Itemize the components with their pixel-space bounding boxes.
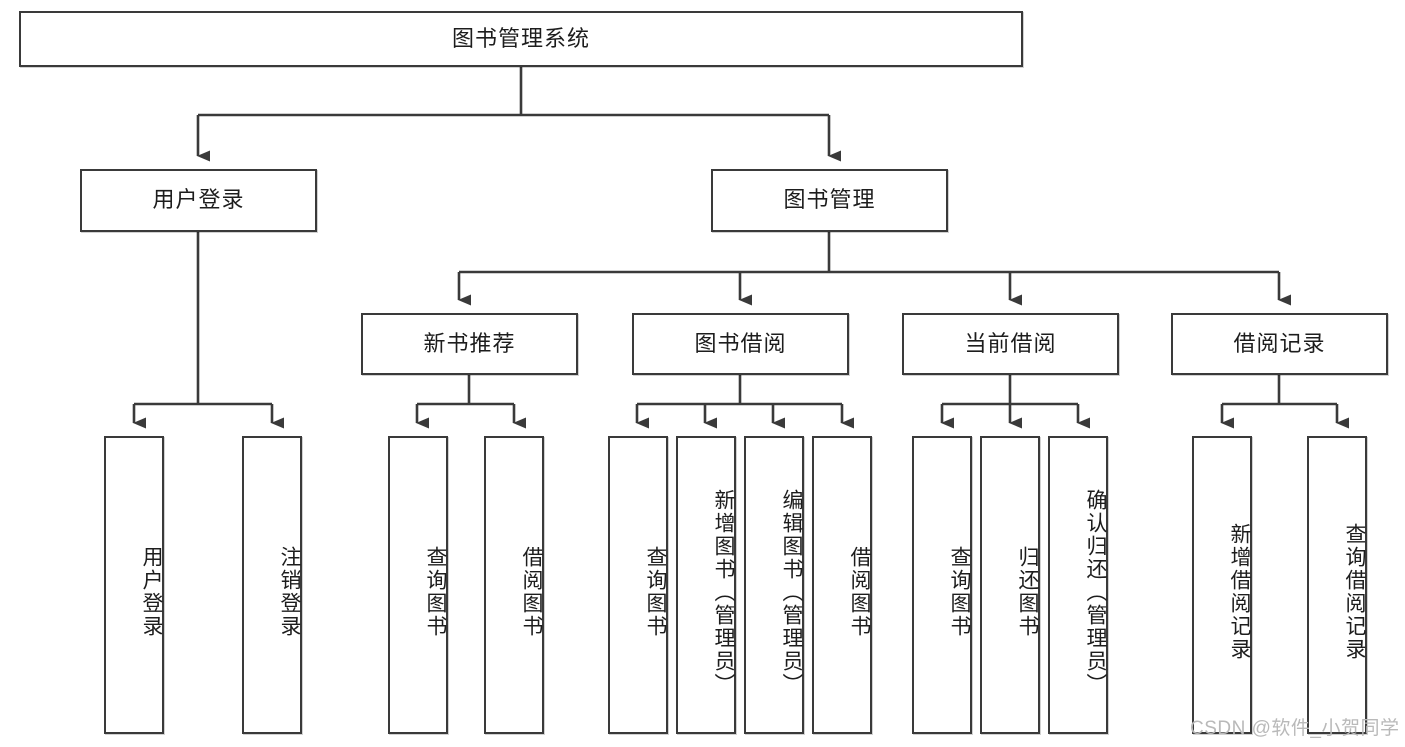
leaf-user-login-login[interactable]: 用户登录 xyxy=(104,436,164,734)
node-user-login[interactable]: 用户登录 xyxy=(80,169,317,232)
node-label: 查询图书 xyxy=(644,546,667,638)
leaf-current-borrow-query-book[interactable]: 查询图书 xyxy=(912,436,972,734)
node-label: 查询图书 xyxy=(424,546,447,638)
node-label: 当前借阅 xyxy=(964,330,1057,356)
leaf-borrow-record-add-record[interactable]: 新增借阅记录 xyxy=(1192,436,1252,734)
node-label: 归还图书 xyxy=(1016,546,1039,638)
leaf-current-borrow-return-book[interactable]: 归还图书 xyxy=(980,436,1040,734)
node-label: 用户登录 xyxy=(152,187,245,213)
node-current-borrow[interactable]: 当前借阅 xyxy=(902,313,1119,375)
node-new-book-recommend[interactable]: 新书推荐 xyxy=(361,313,578,375)
leaf-book-borrow-add-book-admin[interactable]: 新增图书（管理员） xyxy=(676,436,736,734)
leaf-book-borrow-borrow-book[interactable]: 借阅图书 xyxy=(812,436,872,734)
leaf-user-login-logout[interactable]: 注销登录 xyxy=(242,436,302,734)
node-label: 图书借阅 xyxy=(694,330,787,356)
leaf-borrow-record-query-record[interactable]: 查询借阅记录 xyxy=(1307,436,1367,734)
node-label: 新书推荐 xyxy=(423,330,516,356)
node-label: 确认归还（管理员） xyxy=(1084,488,1107,696)
node-label: 用户登录 xyxy=(140,546,163,638)
leaf-new-book-query-book[interactable]: 查询图书 xyxy=(388,436,448,734)
node-label: 查询图书 xyxy=(948,546,971,638)
node-label: 查询借阅记录 xyxy=(1343,523,1366,661)
node-label: 图书管理 xyxy=(783,187,876,213)
node-label: 图书管理系统 xyxy=(451,25,590,51)
node-label: 借阅图书 xyxy=(520,546,543,638)
csdn-watermark: CSDN @软件_小贺同学 xyxy=(1190,718,1400,739)
node-book-borrow[interactable]: 图书借阅 xyxy=(632,313,849,375)
leaf-book-borrow-query-book[interactable]: 查询图书 xyxy=(608,436,668,734)
node-label: 新增图书（管理员） xyxy=(712,488,735,696)
leaf-current-borrow-confirm-return-admin[interactable]: 确认归还（管理员） xyxy=(1048,436,1108,734)
node-borrow-record[interactable]: 借阅记录 xyxy=(1171,313,1388,375)
leaf-book-borrow-edit-book-admin[interactable]: 编辑图书（管理员） xyxy=(744,436,804,734)
node-label: 编辑图书（管理员） xyxy=(780,488,803,696)
node-root-book-management-system[interactable]: 图书管理系统 xyxy=(19,11,1023,67)
node-label: 借阅图书 xyxy=(848,546,871,638)
node-label: 新增借阅记录 xyxy=(1228,523,1251,661)
node-book-management[interactable]: 图书管理 xyxy=(711,169,948,232)
node-label: 借阅记录 xyxy=(1233,330,1326,356)
leaf-new-book-borrow-book[interactable]: 借阅图书 xyxy=(484,436,544,734)
node-label: 注销登录 xyxy=(278,546,301,638)
